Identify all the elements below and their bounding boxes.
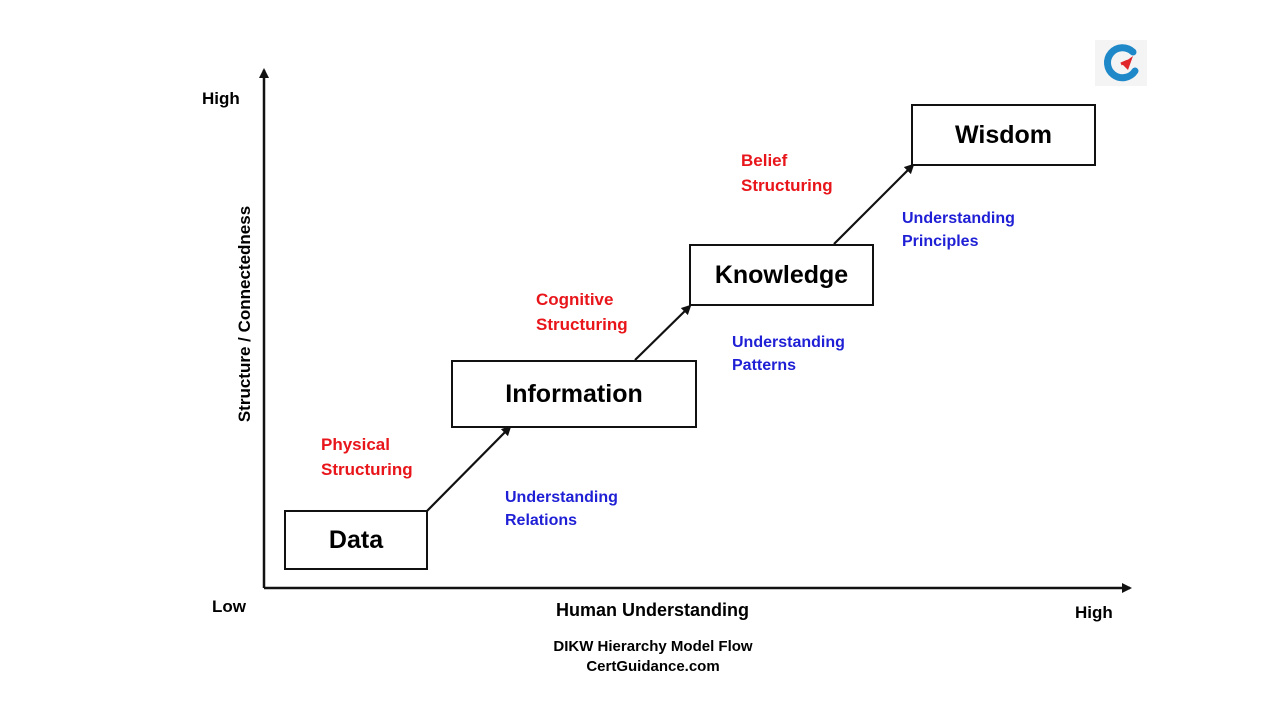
physical-structuring-line-2: Structuring [321, 460, 413, 479]
understanding-principles-line-2: Principles [902, 233, 979, 250]
belief-structuring-line-2: Structuring [741, 176, 833, 195]
caption-title: DIKW Hierarchy Model Flow [553, 638, 753, 655]
cognitive-structuring-line-2: Structuring [536, 315, 628, 334]
x-axis-title: Human Understanding [556, 600, 750, 620]
understanding-patterns-label: Understanding Patterns [732, 331, 845, 377]
x-axis-high-label: High [1075, 603, 1113, 622]
y-axis-high-label: High [202, 89, 240, 108]
arrow-data-to-information [426, 425, 512, 512]
data-box: Data [284, 510, 428, 570]
understanding-relations-line-2: Relations [505, 512, 578, 529]
understanding-patterns-line-2: Patterns [732, 357, 797, 374]
cognitive-structuring-label: Cognitive Structuring [536, 287, 628, 337]
physical-structuring-line-1: Physical [321, 435, 390, 454]
wisdom-box: Wisdom [911, 104, 1096, 166]
knowledge-box-label: Knowledge [714, 260, 849, 289]
diagram-caption: DIKW Hierarchy Model Flow CertGuidance.c… [0, 637, 1280, 677]
arrow-knowledge-to-wisdom [833, 163, 915, 245]
cognitive-structuring-line-1: Cognitive [536, 290, 614, 309]
origin-low-label: Low [212, 597, 246, 616]
information-box: Information [451, 360, 697, 428]
understanding-relations-label: Understanding Relations [505, 486, 618, 532]
y-axis-title: Structure / Connectedness [235, 205, 254, 423]
understanding-patterns-line-1: Understanding [732, 334, 845, 351]
caption-source: CertGuidance.com [586, 658, 720, 675]
data-box-label: Data [328, 525, 384, 554]
information-box-label: Information [505, 379, 643, 408]
understanding-principles-label: Understanding Principles [902, 207, 1015, 253]
wisdom-box-label: Wisdom [955, 120, 1052, 149]
understanding-relations-line-1: Understanding [505, 489, 618, 506]
belief-structuring-label: Belief Structuring [741, 148, 833, 198]
belief-structuring-line-1: Belief [741, 151, 788, 170]
understanding-principles-line-1: Understanding [902, 210, 1015, 227]
knowledge-box: Knowledge [689, 244, 874, 306]
arrow-information-to-knowledge [634, 304, 692, 361]
certguidance-logo-icon [1095, 40, 1147, 86]
physical-structuring-label: Physical Structuring [321, 432, 413, 482]
